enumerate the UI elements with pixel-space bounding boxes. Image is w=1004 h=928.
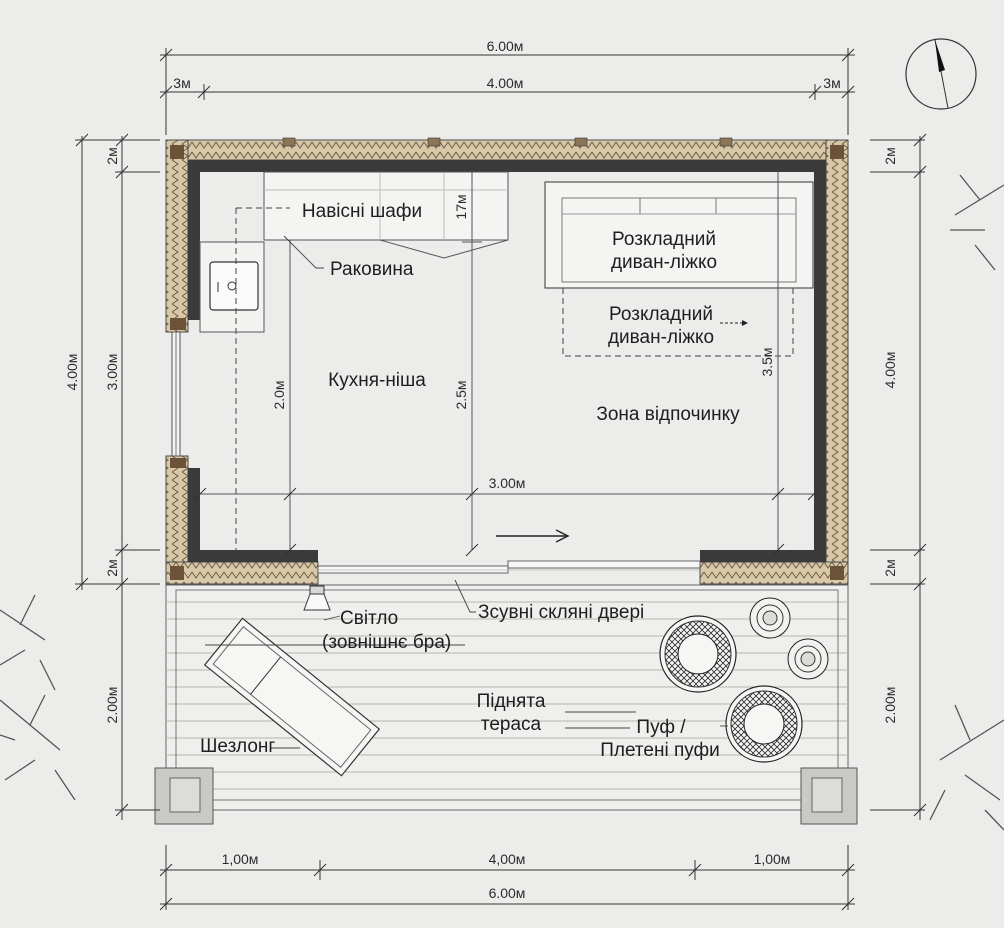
terrace-column [154,767,214,825]
lounger [203,617,381,777]
dim-bottom-mid: 4,00м [489,851,526,867]
label-wall-cabinets: Навісні шафи [302,201,422,222]
kitchen-counter [199,241,265,333]
label-sofa-bed-open-2: диван-ліжко [608,327,714,348]
dim-left-outer: 4.00м [64,354,80,391]
label-lounger: Шезлонг [200,736,275,757]
label-terrace-1: Піднята [477,691,546,712]
dim-left-bottom-wall: 2м [104,559,120,576]
label-light-1: Світло [340,608,398,629]
side-window [171,331,181,457]
label-sofa-bed-open-1: Розкладний [609,304,713,325]
dim-right-top-wall: 2м [882,147,898,164]
dim-bottom-left: 1,00м [222,851,259,867]
dim-right-bottom-wall: 2м [882,559,898,576]
dim-top-left: 3м [173,75,190,91]
label-rest-zone: Зона відпочинку [596,404,740,425]
tree-icon [0,174,1004,831]
wall-cabinets [263,171,509,259]
walls [165,137,849,585]
dim-top-mid: 4.00м [487,75,524,91]
dim-bottom-total: 6.00м [489,885,526,901]
dim-left-terrace: 2.00м [104,687,120,724]
dim-mid-height: 2.5м [453,380,469,409]
dim-right-outer: 4.00м [882,352,898,389]
wicker-pouf [659,615,737,693]
label-sofa-bed-1: Розкладний [612,229,716,250]
dim-kitchen-height: 2.0м [271,380,287,409]
sofa-bed-extended-outline [562,287,794,357]
label-light-2: (зовнішнє бра) [322,632,451,653]
wall-lamp-icon [303,585,331,611]
dim-top-total: 6.00м [487,38,524,54]
sink-icon [209,261,259,311]
small-arrow-icon [720,320,748,326]
side-table [749,597,791,639]
dim-top-right: 3м [823,75,840,91]
sofa-bed [544,181,814,289]
label-sink: Раковина [330,259,414,280]
label-pouf-1: Пуф / [636,717,686,738]
terrace-column [800,767,858,825]
dim-bottom-right: 1,00м [754,851,791,867]
dim-left-inner: 3.00м [104,354,120,391]
label-terrace-2: тераса [481,714,542,735]
north-arrow-icon [905,38,977,110]
leader-lines [205,235,728,749]
dim-inner-width: 3.00м [489,475,526,491]
side-table [787,638,829,680]
interior-guides [200,171,814,550]
dimension-lines [75,48,927,911]
dim-cabinet-depth: 17м [453,194,469,219]
dim-right-terrace: 2.00м [882,687,898,724]
dim-right-height: 3.5м [759,347,775,376]
dim-left-top-wall: 2м [104,147,120,164]
arrow-right-icon [496,529,570,543]
label-pouf-2: Плетені пуфи [600,740,720,761]
label-sofa-bed-2: диван-ліжко [611,252,717,273]
label-sliding-doors: Зсувні скляні двері [478,602,644,623]
sliding-glass-doors [317,560,701,574]
label-kitchen-niche: Кухня-ніша [328,370,426,391]
wicker-pouf [725,685,803,763]
